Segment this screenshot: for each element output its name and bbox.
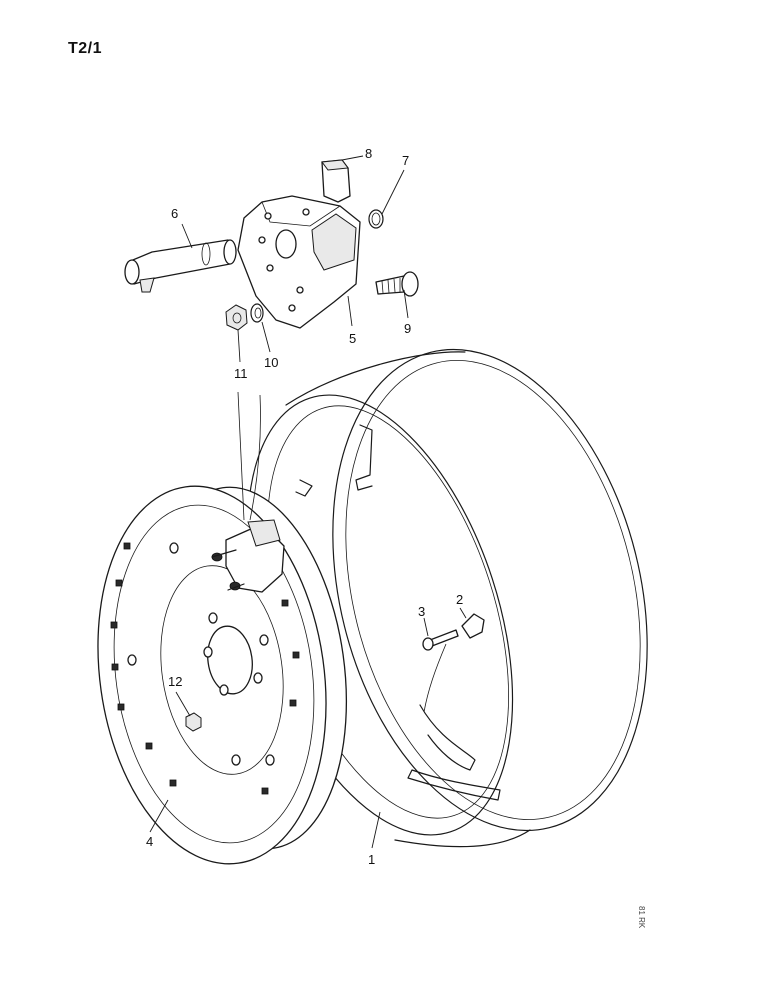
callout-10: 10 xyxy=(264,355,278,370)
bolt-part-3 xyxy=(422,629,459,651)
callout-2: 2 xyxy=(456,592,463,607)
nut-part-11 xyxy=(225,304,248,331)
disc-part-4 xyxy=(97,485,348,865)
clamp-nut-part-2 xyxy=(461,613,485,639)
bolt-part-9 xyxy=(375,271,419,297)
callout-9: 9 xyxy=(404,321,411,336)
page-id: T2/1 xyxy=(68,40,103,57)
circlip-part-7 xyxy=(368,209,384,229)
callout-6: 6 xyxy=(171,206,178,221)
callout-5: 5 xyxy=(349,331,356,346)
callout-11: 11 xyxy=(234,366,248,381)
callout-4: 4 xyxy=(146,834,153,849)
callout-7: 7 xyxy=(402,153,409,168)
assembly-guide-line xyxy=(237,391,245,521)
callout-3: 3 xyxy=(418,604,425,619)
callout-12: 12 xyxy=(168,674,182,689)
leader-lines xyxy=(149,155,467,849)
bracket-part-5 xyxy=(237,195,361,329)
callout-1: 1 xyxy=(368,852,375,867)
assembled-clamp xyxy=(211,519,285,593)
pin-part-6 xyxy=(124,239,237,293)
washer-part-10 xyxy=(250,303,264,323)
callout-8: 8 xyxy=(365,146,372,161)
